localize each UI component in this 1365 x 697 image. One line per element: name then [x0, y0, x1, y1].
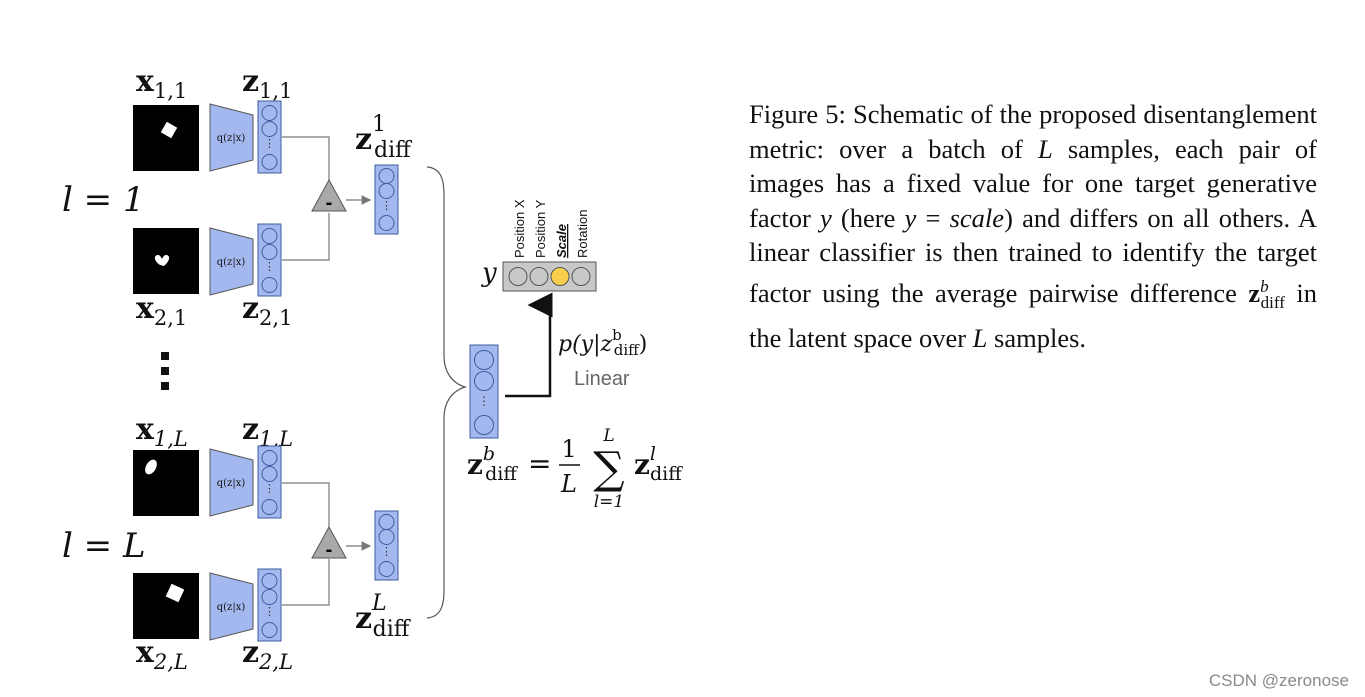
- svg-text:⋮: ⋮: [264, 482, 275, 495]
- sprite-square: [160, 121, 178, 139]
- factor-label-position-y: Position Y: [533, 199, 548, 258]
- svg-text:l=1: l=1: [594, 492, 625, 512]
- average-diff-vector: ⋮: [469, 344, 499, 439]
- input-image-x2L: [133, 573, 199, 639]
- label-z2L: z2,L: [242, 635, 293, 674]
- encoder-label: q(z|x): [217, 257, 246, 268]
- encoder-trapezoid: [209, 103, 254, 172]
- input-image-x1L: [133, 450, 199, 516]
- classifier-arrow: [505, 292, 553, 398]
- latent-vector-z1L: ⋮: [257, 445, 282, 519]
- disentanglement-diagram: x1,1 z1,1 q(z|x) ⋮ l = 1 q(z|x) ⋮ x2,1 z…: [62, 64, 683, 674]
- factor-label-scale: Scale: [554, 224, 569, 258]
- diff-vector-1: ⋮: [374, 164, 399, 235]
- batch-label-L: l = L: [62, 526, 146, 566]
- svg-text:⋮: ⋮: [381, 545, 392, 558]
- label-x2L: x2,L: [136, 635, 188, 674]
- batch-label-1: l = 1: [62, 180, 145, 220]
- figure-caption: Figure 5: Schematic of the proposed dise…: [749, 99, 1318, 353]
- diff-vector-L: ⋮: [374, 510, 399, 581]
- vertical-ellipsis: [161, 352, 169, 390]
- sprite-ellipse: [145, 459, 157, 475]
- latent-vector-z11: ⋮: [257, 100, 282, 174]
- svg-text:⋮: ⋮: [264, 260, 275, 273]
- label-z11: z1,1: [242, 64, 292, 103]
- svg-text:zbdiff: zbdiff: [467, 443, 518, 485]
- factor-node-scale: [550, 267, 570, 286]
- factor-label-position-x: Position X: [512, 199, 527, 258]
- connector: [282, 213, 330, 261]
- encoder-trapezoid: [209, 448, 254, 517]
- input-image-x11: [133, 105, 199, 171]
- factor-label-rotation: Rotation: [575, 210, 590, 258]
- svg-text:⋮: ⋮: [264, 605, 275, 618]
- latent-vector-z2L: ⋮: [257, 568, 282, 642]
- label-z21: z2,1: [242, 291, 292, 330]
- label-x21: x2,1: [136, 291, 187, 330]
- svg-text:∑: ∑: [593, 443, 624, 494]
- encoder-trapezoid: [209, 227, 254, 296]
- svg-text:⋮: ⋮: [478, 394, 490, 408]
- label-x1L: x1,L: [136, 412, 188, 451]
- factor-node-position-x: [508, 267, 528, 286]
- connector: [282, 482, 330, 529]
- subtract-symbol: -: [326, 539, 333, 561]
- connector: [282, 136, 330, 183]
- svg-text:1: 1: [561, 435, 576, 463]
- svg-text:L: L: [560, 470, 577, 498]
- svg-text:⋮: ⋮: [264, 137, 275, 150]
- subtract-node: [311, 178, 347, 212]
- linear-label: Linear: [574, 368, 630, 390]
- factor-node-position-y: [529, 267, 549, 286]
- latent-vector-z21: ⋮: [257, 223, 282, 297]
- encoder-trapezoid: [209, 572, 254, 641]
- encoder-label: q(z|x): [217, 478, 246, 489]
- label-x11: x1,1: [136, 64, 187, 103]
- factor-node-rotation: [571, 267, 591, 286]
- svg-text:=: =: [528, 447, 551, 480]
- subtract-symbol: -: [326, 192, 333, 214]
- averaging-brace: [426, 166, 468, 619]
- encoder-label: q(z|x): [217, 602, 246, 613]
- sprite-square: [165, 583, 185, 603]
- label-z1L: z1,L: [242, 412, 293, 451]
- svg-text:⋮: ⋮: [381, 199, 392, 212]
- connector: [282, 559, 330, 606]
- output-y-label: y: [481, 258, 497, 288]
- sprite-heart: [154, 255, 170, 266]
- watermark: CSDN @zeronose: [1208, 671, 1349, 690]
- subtract-node: [311, 525, 347, 559]
- encoder-label: q(z|x): [217, 133, 246, 144]
- svg-text:L: L: [602, 426, 614, 446]
